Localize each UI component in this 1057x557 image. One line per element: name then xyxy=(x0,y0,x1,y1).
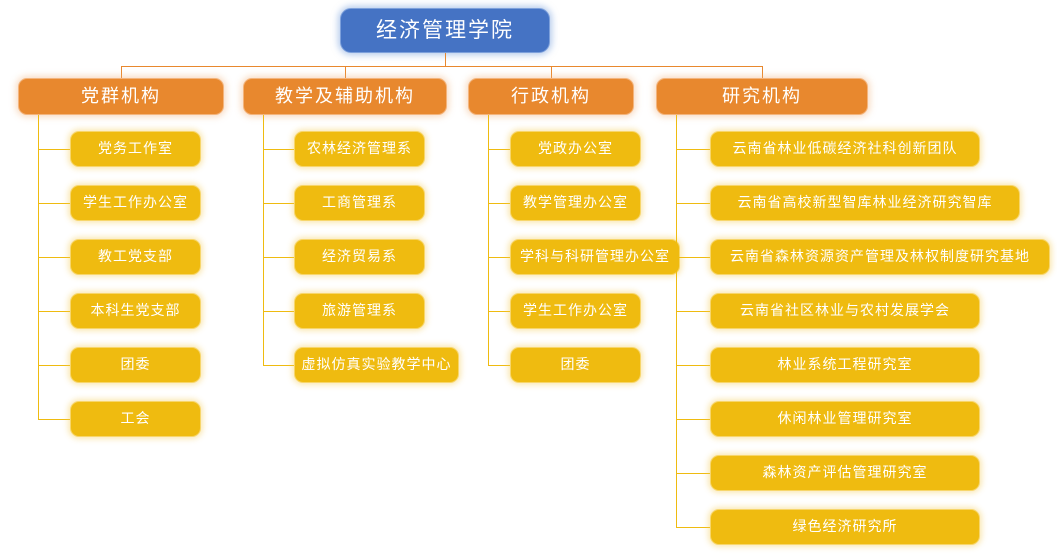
leaf-stub-party-2 xyxy=(38,257,70,258)
leaf-node-admin-3[interactable]: 学生工作办公室 xyxy=(510,293,641,329)
leaf-rail-research xyxy=(676,115,677,527)
category-bus xyxy=(121,66,762,67)
leaf-node-research-7[interactable]: 绿色经济研究所 xyxy=(710,509,980,545)
leaf-node-research-5[interactable]: 休闲林业管理研究室 xyxy=(710,401,980,437)
leaf-stub-admin-4 xyxy=(488,365,510,366)
leaf-node-party-0[interactable]: 党务工作室 xyxy=(70,131,201,167)
leaf-node-admin-1[interactable]: 教学管理办公室 xyxy=(510,185,641,221)
leaf-stub-teaching-2 xyxy=(263,257,294,258)
leaf-node-teaching-4[interactable]: 虚拟仿真实验教学中心 xyxy=(294,347,459,383)
leaf-stub-research-5 xyxy=(676,419,710,420)
leaf-stub-teaching-3 xyxy=(263,311,294,312)
leaf-stub-admin-2 xyxy=(488,257,510,258)
leaf-stub-teaching-0 xyxy=(263,149,294,150)
leaf-node-admin-0[interactable]: 党政办公室 xyxy=(510,131,641,167)
leaf-stub-research-3 xyxy=(676,311,710,312)
root-node[interactable]: 经济管理学院 xyxy=(340,8,550,53)
leaf-node-admin-2[interactable]: 学科与科研管理办公室 xyxy=(510,239,680,275)
leaf-stub-research-2 xyxy=(676,257,710,258)
leaf-node-teaching-3[interactable]: 旅游管理系 xyxy=(294,293,425,329)
leaf-stub-research-1 xyxy=(676,203,710,204)
leaf-node-research-1[interactable]: 云南省高校新型智库林业经济研究智库 xyxy=(710,185,1020,221)
leaf-stub-research-6 xyxy=(676,473,710,474)
leaf-stub-research-4 xyxy=(676,365,710,366)
leaf-node-admin-4[interactable]: 团委 xyxy=(510,347,641,383)
leaf-node-party-4[interactable]: 团委 xyxy=(70,347,201,383)
leaf-stub-party-4 xyxy=(38,365,70,366)
leaf-stub-party-0 xyxy=(38,149,70,150)
leaf-node-teaching-1[interactable]: 工商管理系 xyxy=(294,185,425,221)
leaf-stub-teaching-4 xyxy=(263,365,294,366)
leaf-rail-admin xyxy=(488,115,489,365)
leaf-rail-teaching xyxy=(263,115,264,365)
leaf-node-party-1[interactable]: 学生工作办公室 xyxy=(70,185,201,221)
leaf-node-party-5[interactable]: 工会 xyxy=(70,401,201,437)
leaf-stub-party-3 xyxy=(38,311,70,312)
category-header-teaching[interactable]: 教学及辅助机构 xyxy=(243,78,447,115)
leaf-node-teaching-0[interactable]: 农林经济管理系 xyxy=(294,131,425,167)
leaf-stub-party-1 xyxy=(38,203,70,204)
leaf-stub-research-0 xyxy=(676,149,710,150)
category-stem-party xyxy=(121,66,122,78)
category-header-research[interactable]: 研究机构 xyxy=(656,78,868,115)
leaf-node-research-6[interactable]: 森林资产评估管理研究室 xyxy=(710,455,980,491)
leaf-node-research-3[interactable]: 云南省社区林业与农村发展学会 xyxy=(710,293,980,329)
root-stem xyxy=(445,53,446,66)
category-stem-research xyxy=(762,66,763,78)
leaf-node-party-3[interactable]: 本科生党支部 xyxy=(70,293,201,329)
category-stem-admin xyxy=(551,66,552,78)
leaf-node-research-2[interactable]: 云南省森林资源资产管理及林权制度研究基地 xyxy=(710,239,1050,275)
leaf-stub-admin-0 xyxy=(488,149,510,150)
leaf-stub-admin-3 xyxy=(488,311,510,312)
leaf-node-teaching-2[interactable]: 经济贸易系 xyxy=(294,239,425,275)
category-stem-teaching xyxy=(345,66,346,78)
leaf-stub-party-5 xyxy=(38,419,70,420)
category-header-admin[interactable]: 行政机构 xyxy=(468,78,634,115)
leaf-stub-admin-1 xyxy=(488,203,510,204)
leaf-node-party-2[interactable]: 教工党支部 xyxy=(70,239,201,275)
category-header-party[interactable]: 党群机构 xyxy=(18,78,224,115)
leaf-stub-research-7 xyxy=(676,527,710,528)
leaf-stub-teaching-1 xyxy=(263,203,294,204)
leaf-rail-party xyxy=(38,115,39,419)
leaf-node-research-4[interactable]: 林业系统工程研究室 xyxy=(710,347,980,383)
leaf-node-research-0[interactable]: 云南省林业低碳经济社科创新团队 xyxy=(710,131,980,167)
